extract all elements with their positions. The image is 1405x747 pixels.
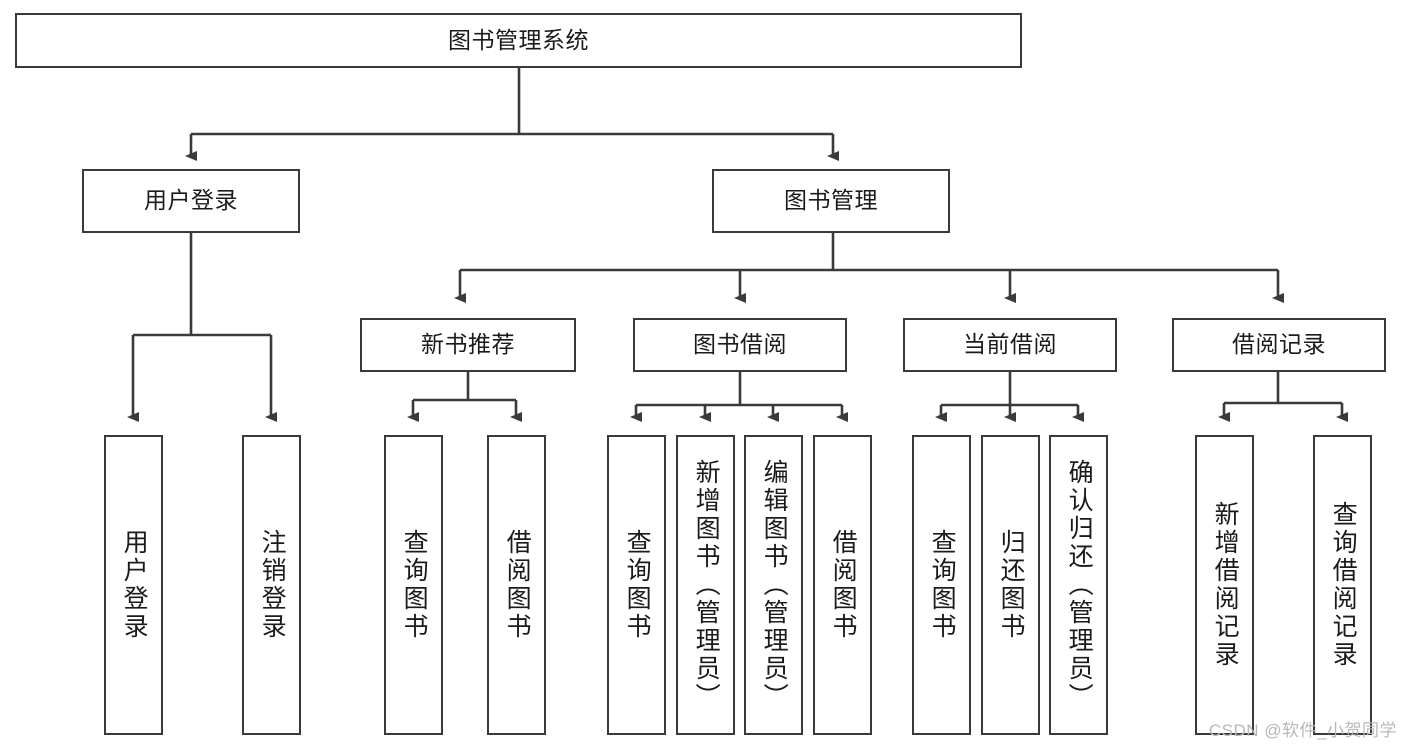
leaf-new-book-borrow-book[interactable]: 借阅图书 xyxy=(487,435,546,735)
node-new-book-recommend[interactable]: 新书推荐 xyxy=(360,318,576,372)
node-label: 编辑图书（管理员） xyxy=(760,459,789,711)
leaf-borrow-record-query-record[interactable]: 查询借阅记录 xyxy=(1313,435,1372,735)
node-label: 用户登录 xyxy=(120,529,149,641)
leaf-current-borrow-return-book[interactable]: 归还图书 xyxy=(981,435,1040,735)
node-label: 用户登录 xyxy=(144,187,238,214)
node-label: 图书借阅 xyxy=(693,331,787,358)
leaf-book-borrow-borrow-book[interactable]: 借阅图书 xyxy=(813,435,872,735)
node-book-management[interactable]: 图书管理 xyxy=(712,169,950,233)
node-label: 图书管理 xyxy=(784,187,878,214)
leaf-current-borrow-confirm-return-admin[interactable]: 确认归还（管理员） xyxy=(1049,435,1108,735)
node-label: 当前借阅 xyxy=(963,331,1057,358)
node-label: 注销登录 xyxy=(258,529,287,641)
leaf-borrow-record-add-record[interactable]: 新增借阅记录 xyxy=(1195,435,1254,735)
node-label: 查询图书 xyxy=(623,529,652,641)
node-label: 图书管理系统 xyxy=(448,26,589,53)
node-root-book-management-system[interactable]: 图书管理系统 xyxy=(15,13,1022,68)
leaf-user-login-logout[interactable]: 注销登录 xyxy=(242,435,301,735)
node-label: 归还图书 xyxy=(997,529,1026,641)
node-label: 借阅图书 xyxy=(829,529,858,641)
leaf-current-borrow-query-book[interactable]: 查询图书 xyxy=(912,435,971,735)
leaf-book-borrow-query-book[interactable]: 查询图书 xyxy=(607,435,666,735)
node-label: 查询图书 xyxy=(400,529,429,641)
leaf-book-borrow-add-book-admin[interactable]: 新增图书（管理员） xyxy=(676,435,735,735)
node-label: 新增借阅记录 xyxy=(1211,501,1240,669)
node-user-login[interactable]: 用户登录 xyxy=(82,169,300,233)
leaf-book-borrow-edit-book-admin[interactable]: 编辑图书（管理员） xyxy=(744,435,803,735)
node-label: 新书推荐 xyxy=(421,331,515,358)
node-label: 查询借阅记录 xyxy=(1329,501,1358,669)
node-label: 新增图书（管理员） xyxy=(692,459,721,711)
node-current-borrow[interactable]: 当前借阅 xyxy=(903,318,1117,372)
watermark: CSDN @软件_小贺同学 xyxy=(1208,721,1397,740)
node-label: 借阅图书 xyxy=(503,529,532,641)
node-label: 查询图书 xyxy=(928,529,957,641)
node-book-borrow[interactable]: 图书借阅 xyxy=(633,318,847,372)
node-borrow-record[interactable]: 借阅记录 xyxy=(1172,318,1386,372)
node-label: 确认归还（管理员） xyxy=(1065,459,1094,711)
leaf-new-book-query-book[interactable]: 查询图书 xyxy=(384,435,443,735)
leaf-user-login-login[interactable]: 用户登录 xyxy=(104,435,163,735)
node-label: 借阅记录 xyxy=(1232,331,1326,358)
